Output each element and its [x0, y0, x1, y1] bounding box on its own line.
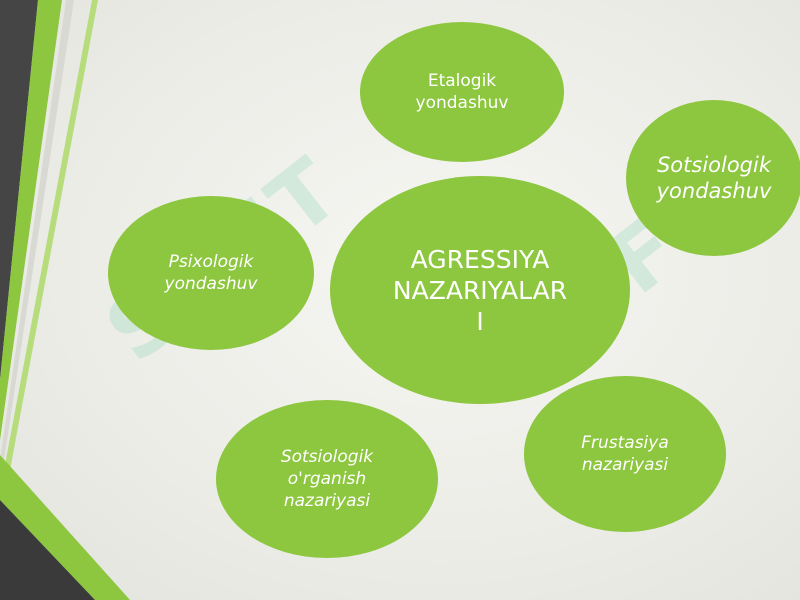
- node-frustasiya-nazariyasi: Frustasiya nazariyasi: [524, 376, 726, 532]
- node-psixologik-yondashuv: Psixologik yondashuv: [108, 196, 314, 350]
- node-sotsiologik-yondashuv: Sotsiologik yondashuv: [626, 100, 800, 256]
- bottom-green-band: [0, 455, 130, 600]
- left-green-band: [0, 0, 62, 440]
- node-label: Frustasiya nazariyasi: [581, 433, 669, 475]
- left-thin-stripe: [0, 0, 74, 460]
- bottom-dark-band: [0, 500, 95, 600]
- left-light-green-stripe: [4, 0, 98, 470]
- node-label: Sotsiologik yondashuv: [656, 153, 772, 203]
- node-label: Etalogik yondashuv: [415, 71, 509, 113]
- center-node-agressiya-nazariyalari: AGRESSIYA NAZARIYALAR I: [330, 176, 630, 404]
- node-label: Psixologik yondashuv: [164, 252, 258, 294]
- center-node-label: AGRESSIYA NAZARIYALAR I: [392, 244, 568, 336]
- node-etalogik-yondashuv: Etalogik yondashuv: [360, 22, 564, 162]
- node-label: Sotsiologik o'rganish nazariyasi: [280, 447, 374, 511]
- node-sotsiologik-organish-nazariyasi: Sotsiologik o'rganish nazariyasi: [216, 400, 438, 558]
